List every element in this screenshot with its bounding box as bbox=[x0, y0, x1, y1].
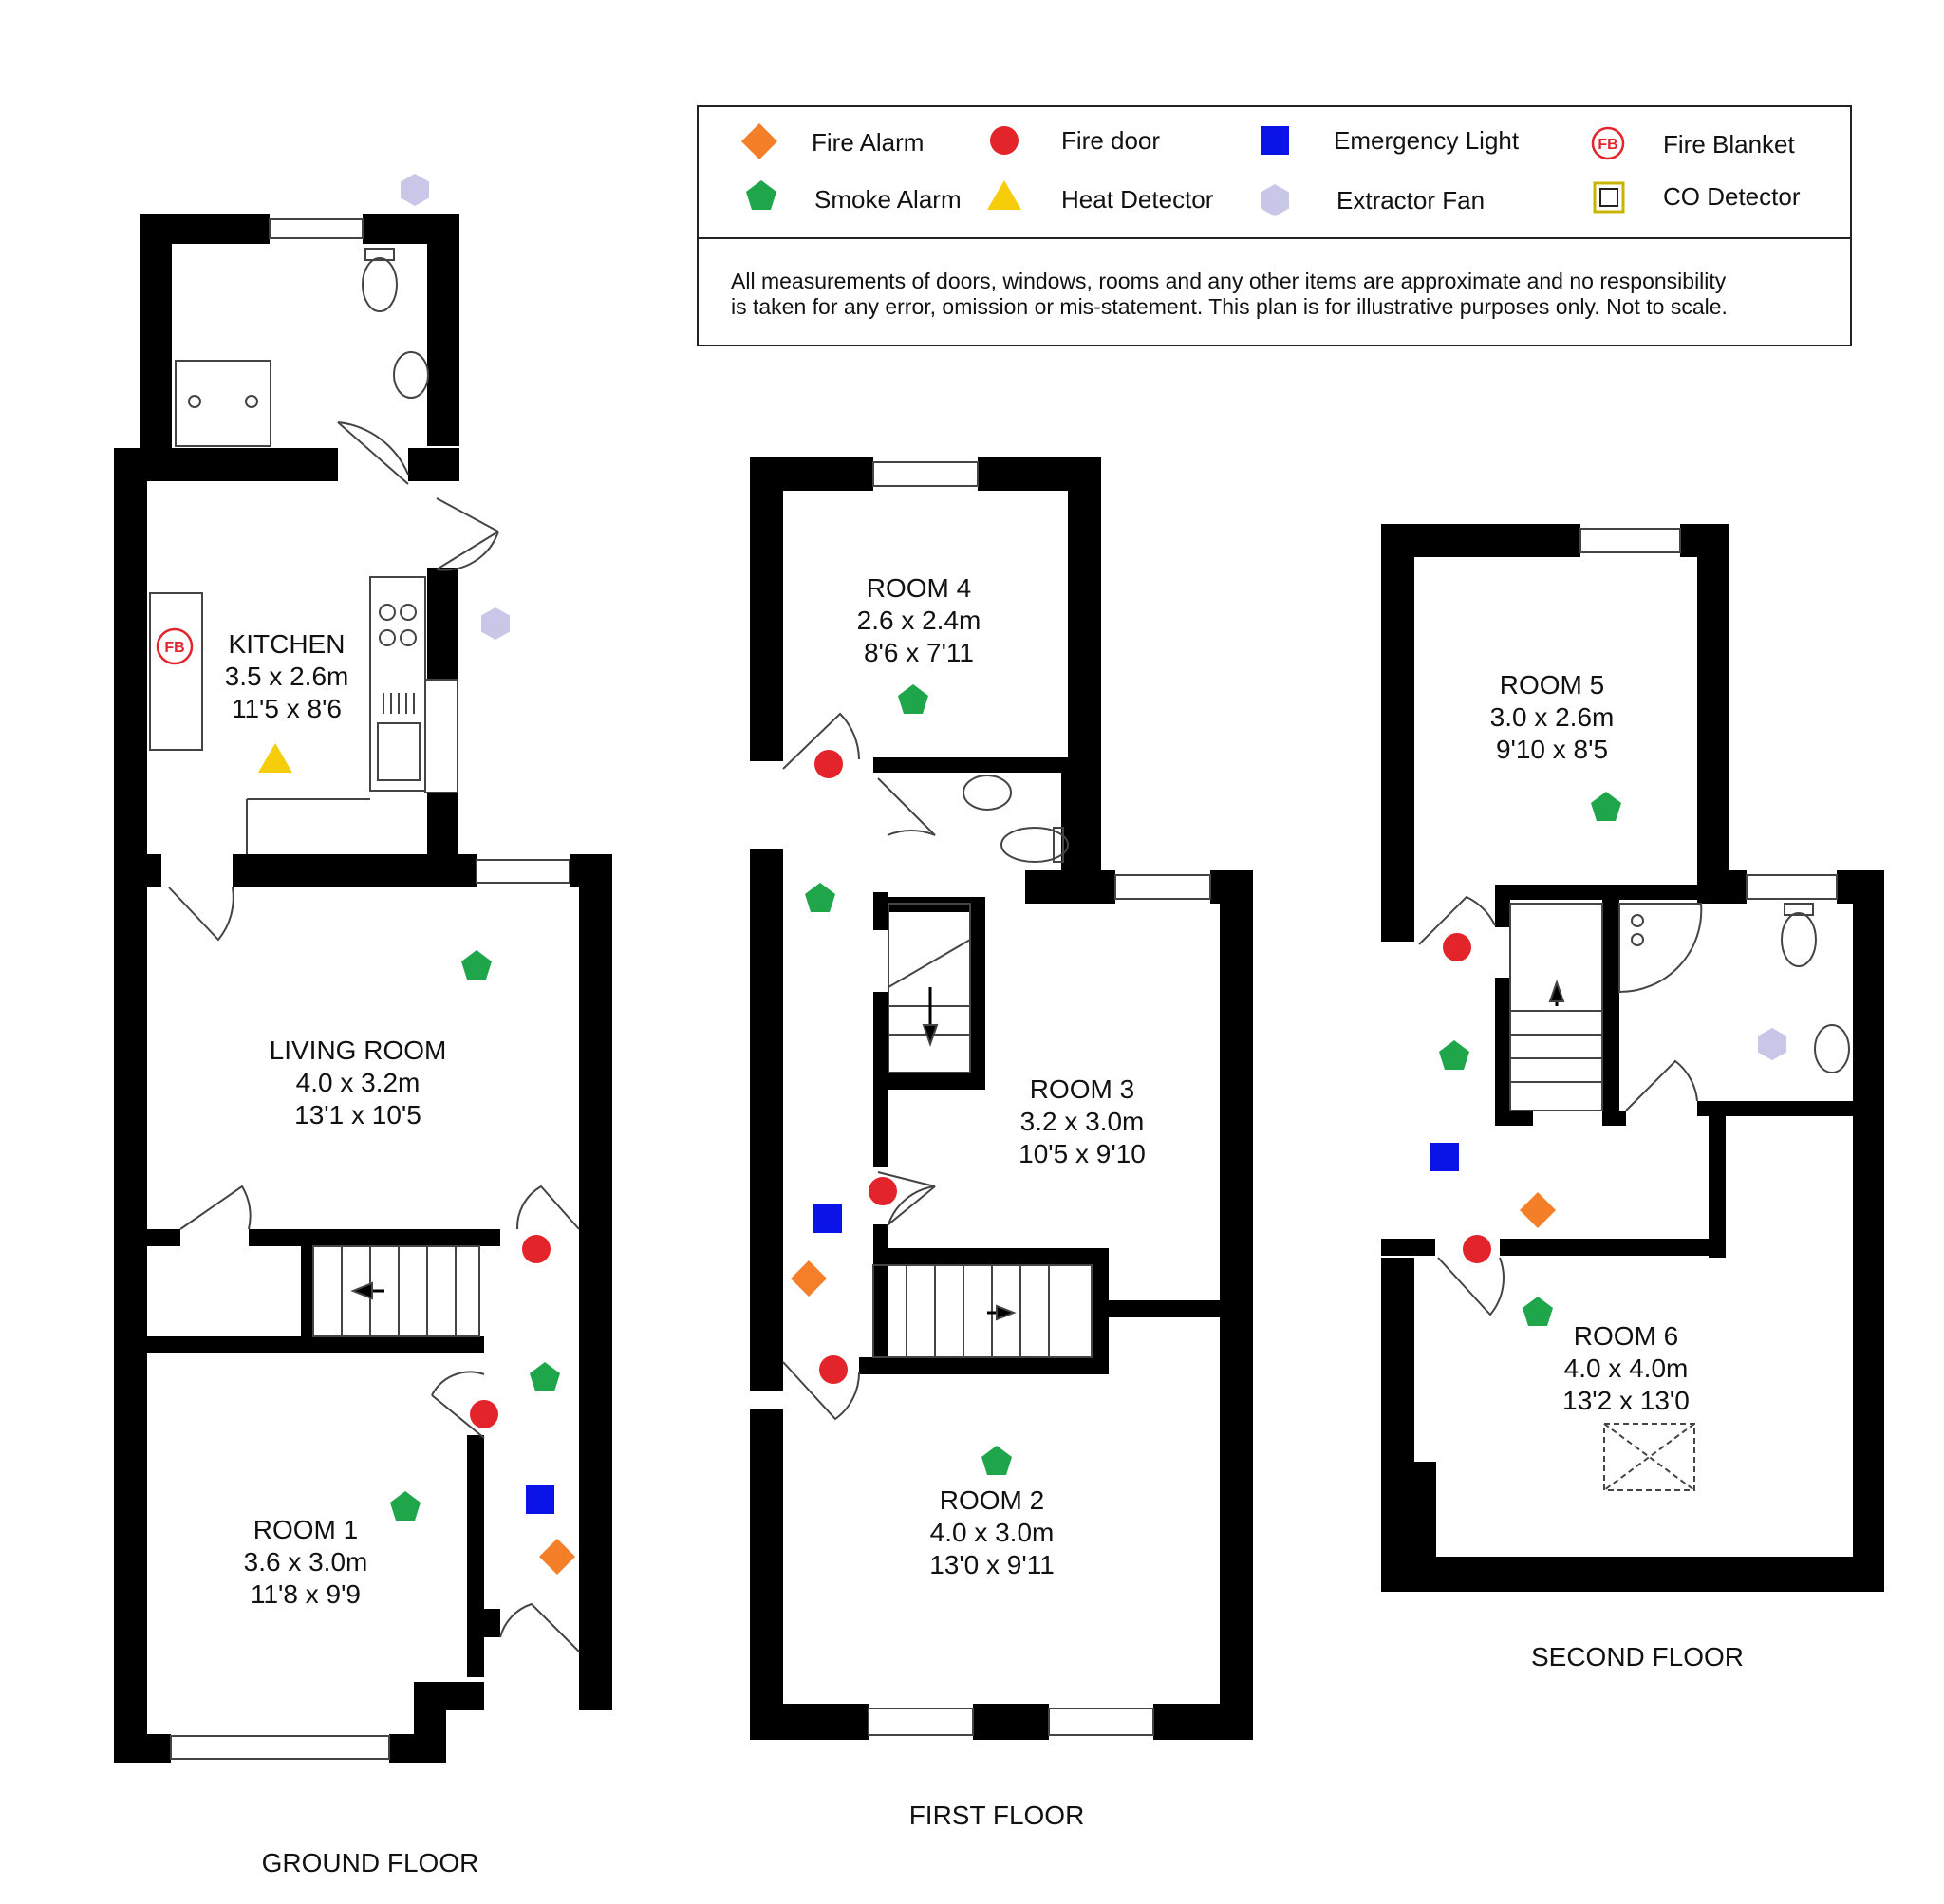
fire-door-icon bbox=[869, 1177, 897, 1205]
living-room-metric: 4.0 x 3.2m bbox=[296, 1068, 421, 1097]
legend-fire-alarm: Fire Alarm bbox=[812, 128, 924, 157]
emergency-light-icon bbox=[1261, 126, 1289, 155]
legend-extractor-fan: Extractor Fan bbox=[1336, 186, 1485, 215]
kitchen-imperial: 11'5 x 8'6 bbox=[232, 694, 342, 723]
smoke-alarm-icon bbox=[461, 950, 492, 980]
first-floor-walls bbox=[750, 457, 1253, 1740]
smoke-alarm-icon bbox=[1523, 1297, 1553, 1326]
fire-door-icon bbox=[1443, 933, 1471, 961]
legend-emergency-light: Emergency Light bbox=[1334, 126, 1520, 155]
fire-alarm-icon bbox=[791, 1260, 827, 1297]
fire-alarm-icon bbox=[539, 1539, 575, 1575]
ground-floor-label: GROUND FLOOR bbox=[262, 1848, 479, 1877]
legend-co-detector: CO Detector bbox=[1663, 182, 1801, 211]
room1-metric: 3.6 x 3.0m bbox=[244, 1547, 368, 1577]
heat-detector-icon bbox=[258, 743, 292, 773]
second-floor-walls bbox=[1381, 524, 1884, 1592]
fire-door-icon bbox=[522, 1235, 551, 1263]
smoke-alarm-icon bbox=[1591, 792, 1621, 821]
room-4: ROOM 4 2.6 x 2.4m 8'6 x 7'11 bbox=[857, 573, 981, 667]
room6-imperial: 13'2 x 13'0 bbox=[1562, 1386, 1690, 1415]
smoke-alarm-icon bbox=[530, 1362, 560, 1391]
room1-name: ROOM 1 bbox=[253, 1515, 358, 1544]
fire-door-icon bbox=[990, 126, 1019, 155]
room3-imperial: 10'5 x 9'10 bbox=[1019, 1139, 1146, 1168]
room-1: ROOM 1 3.6 x 3.0m 11'8 x 9'9 bbox=[244, 1515, 368, 1609]
emergency-light-icon bbox=[526, 1485, 554, 1514]
second-floor-label: SECOND FLOOR bbox=[1531, 1642, 1744, 1671]
smoke-alarm-icon bbox=[805, 883, 835, 912]
room5-imperial: 9'10 x 8'5 bbox=[1496, 735, 1608, 764]
svg-text:FB: FB bbox=[164, 640, 184, 656]
emergency-light-icon bbox=[1430, 1143, 1459, 1171]
fire-blanket-icon: FB bbox=[156, 627, 194, 665]
kitchen-name: KITCHEN bbox=[229, 629, 346, 659]
extractor-fan-icon bbox=[401, 174, 429, 206]
room5-metric: 3.0 x 2.6m bbox=[1490, 702, 1615, 732]
room-6: ROOM 6 4.0 x 4.0m 13'2 x 13'0 bbox=[1562, 1321, 1690, 1415]
second-floor-fixtures bbox=[1418, 528, 1850, 1491]
smoke-alarm-icon bbox=[390, 1491, 421, 1521]
kitchen-metric: 3.5 x 2.6m bbox=[225, 662, 349, 691]
room6-metric: 4.0 x 4.0m bbox=[1564, 1353, 1689, 1383]
room-living: LIVING ROOM 4.0 x 3.2m 13'1 x 10'5 bbox=[270, 1036, 447, 1129]
fire-door-icon bbox=[814, 750, 843, 778]
first-floor-label: FIRST FLOOR bbox=[909, 1801, 1085, 1830]
fire-door-icon bbox=[470, 1400, 498, 1428]
smoke-alarm-icon bbox=[746, 180, 776, 210]
ground-floor-walls bbox=[114, 214, 612, 1763]
disclaimer-line-1: All measurements of doors, windows, room… bbox=[731, 269, 1727, 293]
svg-text:FB: FB bbox=[1598, 137, 1617, 153]
room3-name: ROOM 3 bbox=[1030, 1074, 1134, 1104]
room5-name: ROOM 5 bbox=[1500, 670, 1604, 700]
room3-metric: 3.2 x 3.0m bbox=[1020, 1107, 1145, 1136]
living-room-name: LIVING ROOM bbox=[270, 1036, 447, 1065]
room2-metric: 4.0 x 3.0m bbox=[930, 1518, 1055, 1547]
legend-smoke-alarm: Smoke Alarm bbox=[814, 185, 962, 214]
room-5: ROOM 5 3.0 x 2.6m 9'10 x 8'5 bbox=[1490, 670, 1615, 764]
legend-fire-blanket: Fire Blanket bbox=[1663, 130, 1795, 159]
room4-metric: 2.6 x 2.4m bbox=[857, 606, 981, 635]
heat-detector-icon bbox=[987, 180, 1021, 210]
ground-floor-fixtures bbox=[149, 218, 580, 1760]
room4-name: ROOM 4 bbox=[867, 573, 971, 603]
room-2: ROOM 2 4.0 x 3.0m 13'0 x 9'11 bbox=[929, 1485, 1055, 1579]
room-3: ROOM 3 3.2 x 3.0m 10'5 x 9'10 bbox=[1019, 1074, 1146, 1168]
extractor-fan-icon bbox=[1261, 184, 1289, 216]
room4-imperial: 8'6 x 7'11 bbox=[864, 638, 974, 667]
smoke-alarm-icon bbox=[1439, 1040, 1469, 1070]
room2-name: ROOM 2 bbox=[940, 1485, 1044, 1515]
fire-door-icon bbox=[819, 1355, 848, 1384]
first-floor-fixtures bbox=[782, 461, 1211, 1736]
room2-imperial: 13'0 x 9'11 bbox=[929, 1550, 1055, 1579]
smoke-alarm-icon bbox=[898, 684, 928, 714]
room-kitchen: KITCHEN 3.5 x 2.6m 11'5 x 8'6 bbox=[225, 629, 349, 723]
fire-alarm-icon bbox=[741, 123, 777, 159]
emergency-light-icon bbox=[813, 1204, 842, 1233]
extractor-fan-icon bbox=[481, 607, 510, 640]
fire-door-icon bbox=[1463, 1235, 1491, 1263]
legend-heat-detector: Heat Detector bbox=[1061, 185, 1214, 214]
smoke-alarm-icon bbox=[981, 1446, 1012, 1475]
co-detector-icon bbox=[1593, 181, 1625, 214]
legend: Fire Alarm Fire door Emergency Light FB … bbox=[697, 105, 1852, 346]
room1-imperial: 11'8 x 9'9 bbox=[251, 1579, 361, 1609]
fire-alarm-icon bbox=[1520, 1192, 1556, 1228]
fire-blanket-icon: FB bbox=[1591, 126, 1625, 160]
living-room-imperial: 13'1 x 10'5 bbox=[294, 1100, 421, 1129]
extractor-fan-icon bbox=[1758, 1028, 1786, 1060]
room6-name: ROOM 6 bbox=[1574, 1321, 1678, 1351]
disclaimer-line-2: is taken for any error, omission or mis-… bbox=[731, 294, 1728, 319]
legend-fire-door: Fire door bbox=[1061, 126, 1160, 155]
